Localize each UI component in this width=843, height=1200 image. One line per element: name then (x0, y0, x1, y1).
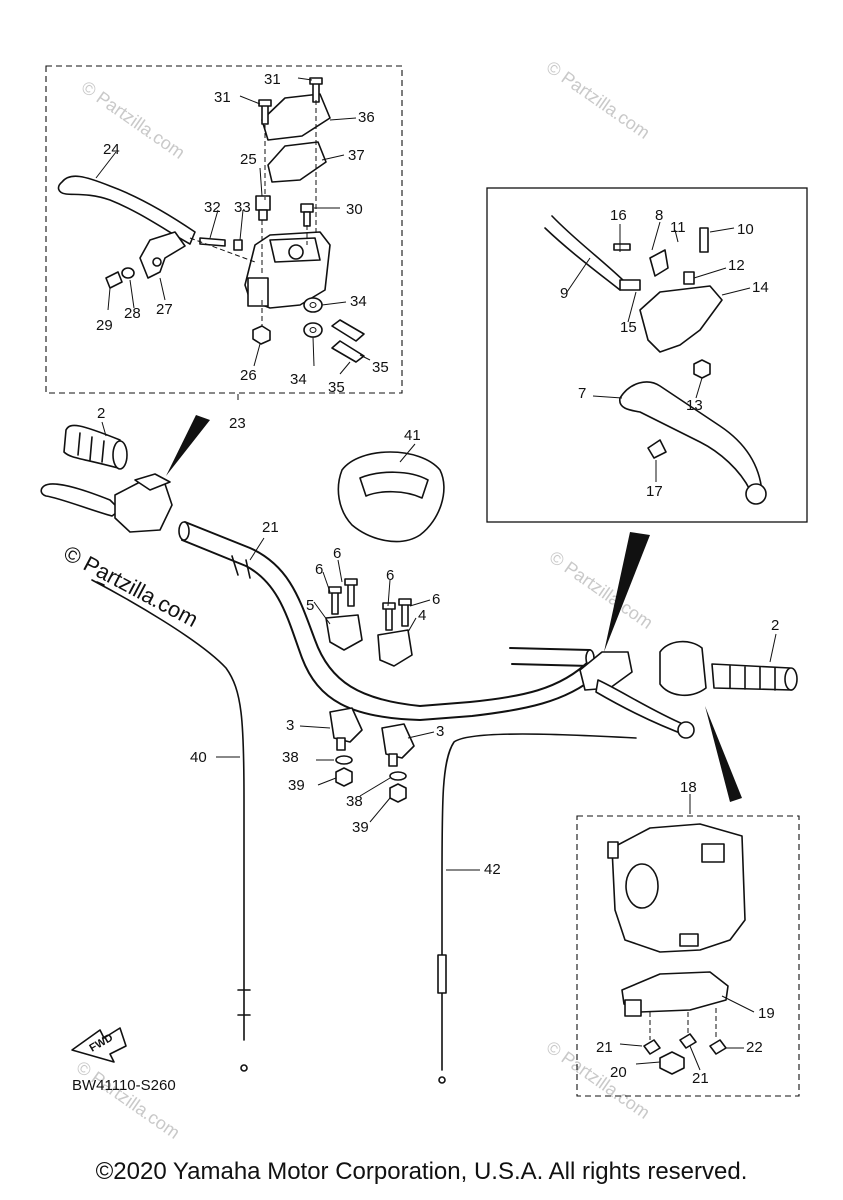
callout-label: 17 (646, 483, 663, 500)
callout-label: 26 (240, 367, 257, 384)
callout-label: 38 (346, 793, 363, 810)
callout-label: 22 (746, 1039, 763, 1056)
callout-label: 15 (620, 319, 637, 336)
clutch-cable (441, 733, 637, 1071)
callout-label: 8 (655, 207, 663, 224)
callout-label: 39 (352, 819, 369, 836)
left-grip-assembly (40, 424, 173, 533)
callout-label: 35 (372, 359, 389, 376)
callout-label: 2 (771, 617, 779, 634)
callout-label: 6 (315, 561, 323, 578)
group-box-23 (45, 65, 403, 394)
callout-label: 23 (229, 415, 246, 432)
master-cylinder-group (57, 77, 365, 363)
watermark: © Partzilla.com (73, 1057, 184, 1143)
callout-label: 32 (204, 199, 221, 216)
callout-label: 37 (348, 147, 365, 164)
callout-label: 38 (282, 749, 299, 766)
callout-label: 34 (290, 371, 307, 388)
callout-label: 5 (306, 597, 314, 614)
pointer-left (166, 415, 210, 476)
leader-lines (95, 77, 777, 1071)
handlebar-cover (337, 451, 445, 543)
callout-label: 21 (596, 1039, 613, 1056)
diagram-code: BW41110-S260 (72, 1077, 176, 1094)
callout-label: 33 (234, 199, 251, 216)
callout-label: 29 (96, 317, 113, 334)
callout-label: 34 (350, 293, 367, 310)
callout-label: 41 (404, 427, 421, 444)
callout-label: 6 (432, 591, 440, 608)
callout-label: 19 (758, 1005, 775, 1022)
callout-label: 21 (692, 1070, 709, 1087)
watermark: © Partzilla.com (78, 77, 189, 163)
right-switch-group (607, 823, 746, 1075)
callout-label: 11 (670, 219, 686, 236)
detail-box-clutch (486, 187, 808, 523)
callout-label: 18 (680, 779, 697, 796)
callout-label: 3 (286, 717, 294, 734)
callout-label: 4 (418, 607, 426, 624)
callout-label: 31 (264, 71, 281, 88)
throttle-cable (91, 579, 245, 1041)
pointer-switch (705, 706, 742, 802)
clutch-lever-detail (544, 215, 767, 505)
handlebar (178, 521, 597, 721)
callout-label: 35 (328, 379, 345, 396)
callout-label: 40 (190, 749, 207, 766)
callout-label: 20 (610, 1064, 627, 1081)
callout-label: 2 (97, 405, 105, 422)
callouts: 21 2 2 3 3 4 5 6 6 6 6 7 8 9 10 11 12 13… (96, 71, 779, 1087)
copyright-footer: ©2020 Yamaha Motor Corporation, U.S.A. A… (95, 1158, 748, 1185)
callout-label: 30 (346, 201, 363, 218)
callout-label: 10 (737, 221, 754, 238)
callout-label: 6 (333, 545, 341, 562)
callout-label: 36 (358, 109, 375, 126)
callout-label: 31 (214, 89, 231, 106)
holders (325, 578, 415, 803)
callout-label: 14 (752, 279, 769, 296)
callout-label: 9 (560, 285, 568, 302)
callout-label: 12 (728, 257, 745, 274)
callout-label: 21 (262, 519, 279, 536)
callout-label: 42 (484, 861, 501, 878)
callout-label: 28 (124, 305, 141, 322)
callout-label: 6 (386, 567, 394, 584)
fwd-arrow: FWD (71, 1027, 127, 1063)
callout-label: 25 (240, 151, 257, 168)
pointer-right (604, 532, 650, 652)
right-grip-assembly (579, 640, 798, 739)
partzilla-watermark: © Partzilla.com (60, 540, 203, 632)
callout-label: 7 (578, 385, 586, 402)
callout-label: 13 (686, 397, 703, 414)
callout-label: 16 (610, 207, 627, 224)
watermark: © Partzilla.com (543, 57, 654, 143)
callout-label: 39 (288, 777, 305, 794)
callout-label: 27 (156, 301, 173, 318)
group-box-18 (576, 815, 800, 1097)
callout-label: 3 (436, 723, 444, 740)
callout-label: 24 (103, 141, 120, 158)
